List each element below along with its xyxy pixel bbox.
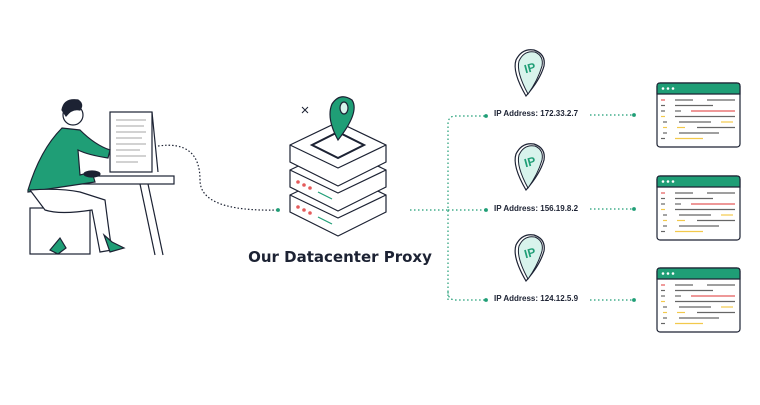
ip-address-label-1: IP Address: 172.33.2.7 bbox=[494, 109, 579, 118]
pin-label: IP bbox=[523, 60, 538, 76]
proxy-server-illustration bbox=[289, 96, 387, 237]
user-at-computer-illustration bbox=[27, 99, 175, 256]
proxy-title: Our Datacenter Proxy bbox=[248, 248, 432, 266]
ip-location-pin-icon: IP bbox=[514, 49, 545, 98]
website-window-icon bbox=[656, 267, 741, 333]
connection-proxy-to-ips bbox=[410, 113, 636, 302]
pin-label: IP bbox=[523, 154, 538, 170]
ip-address-label-3: IP Address: 124.12.5.9 bbox=[494, 294, 579, 303]
ip-location-pin-icon: IP bbox=[514, 234, 545, 283]
website-window-icon bbox=[656, 82, 741, 148]
website-window-icon bbox=[656, 175, 741, 241]
ip-address-label-2: IP Address: 156.19.8.2 bbox=[494, 204, 579, 213]
ip-location-pin-icon: IP bbox=[514, 143, 545, 192]
pin-label: IP bbox=[523, 245, 538, 261]
connection-user-to-proxy bbox=[157, 144, 280, 212]
